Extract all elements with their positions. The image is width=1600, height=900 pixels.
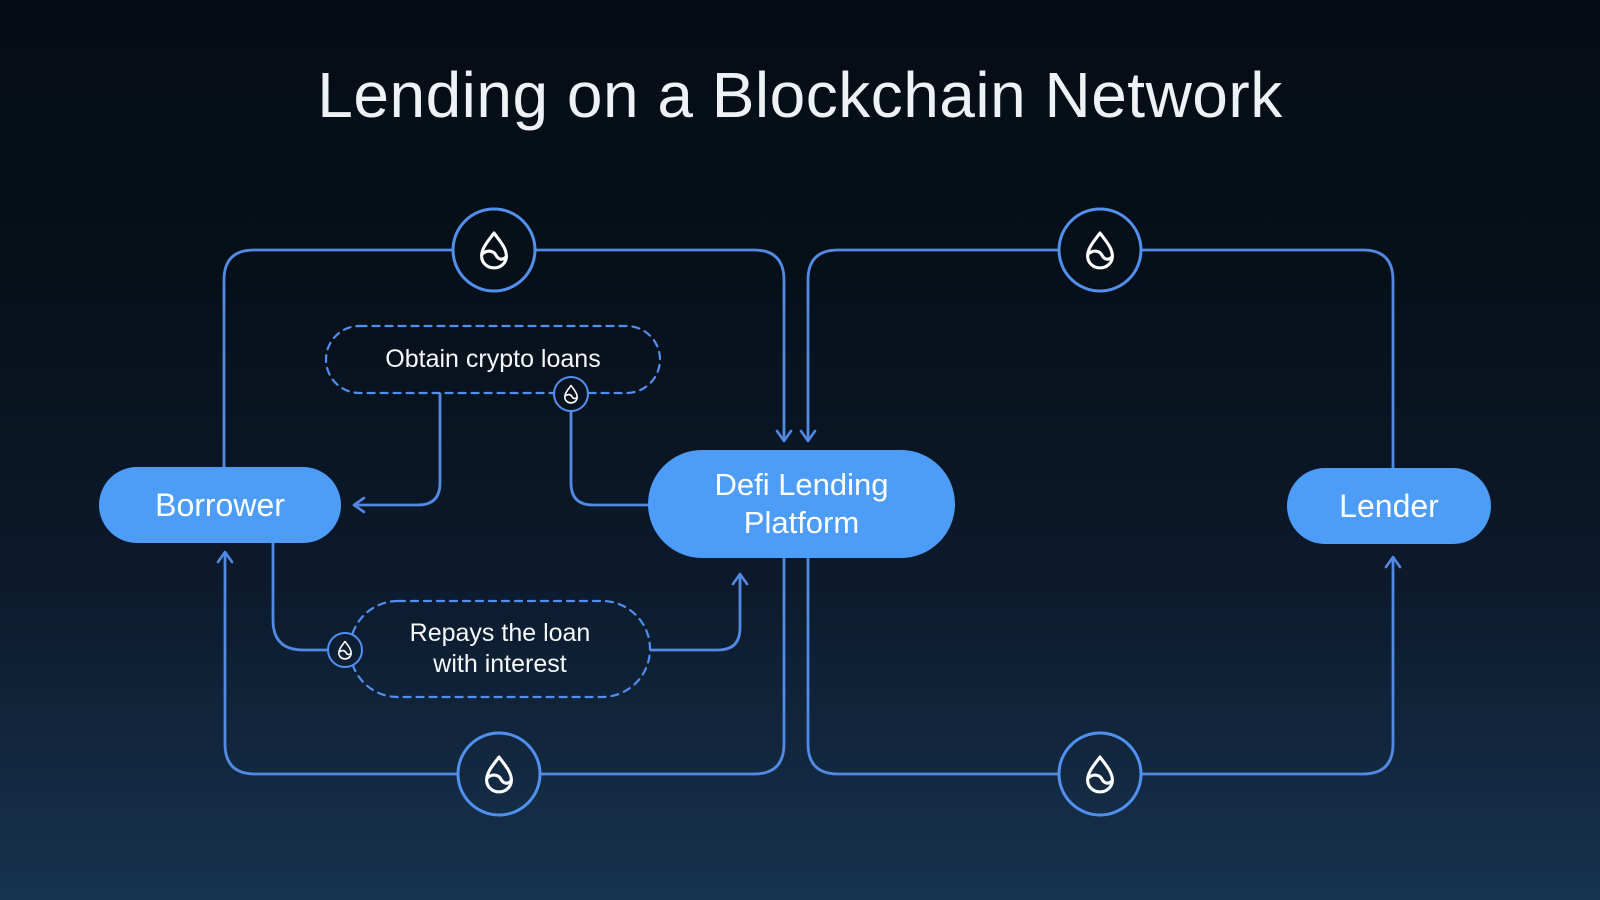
repays-label-line2: with interest: [433, 650, 567, 678]
coin-badge-obtain: [553, 376, 589, 412]
edge-obtain-label-to-borrower: [352, 393, 442, 514]
platform-label: Defi Lending Platform: [714, 466, 888, 542]
repays-label-border: [348, 599, 652, 699]
coin-badge-repays: [327, 632, 363, 668]
borrower-label: Borrower: [155, 486, 285, 523]
node-defi-lending-platform: Defi Lending Platform: [648, 450, 955, 558]
repays-label-line1: Repays the loan: [409, 619, 591, 647]
repays-loan-label: Repays the loan with interest: [350, 601, 650, 697]
edge-repays-label-to-platform: [650, 572, 749, 652]
node-lender: Lender: [1287, 468, 1491, 544]
repays-label-text: Repays the loan with interest: [410, 618, 591, 680]
node-borrower: Borrower: [99, 467, 341, 543]
obtain-label-border: [324, 324, 662, 395]
obtain-crypto-loans-label: Obtain crypto loans: [326, 326, 660, 393]
edge-borrower-to-repays-label: [271, 543, 332, 652]
platform-label-line1: Defi Lending: [714, 467, 889, 502]
edge-platform-to-obtain-label: [569, 410, 650, 507]
coin-bottom-right: [1057, 731, 1143, 817]
coin-bottom-left: [456, 731, 542, 817]
obtain-label-text: Obtain crypto loans: [385, 345, 601, 373]
coin-top-right: [1057, 207, 1143, 293]
page-title: Lending on a Blockchain Network: [317, 59, 1283, 131]
coin-top-left: [451, 207, 537, 293]
platform-label-line2: Platform: [743, 505, 860, 540]
lender-label: Lender: [1339, 487, 1439, 524]
